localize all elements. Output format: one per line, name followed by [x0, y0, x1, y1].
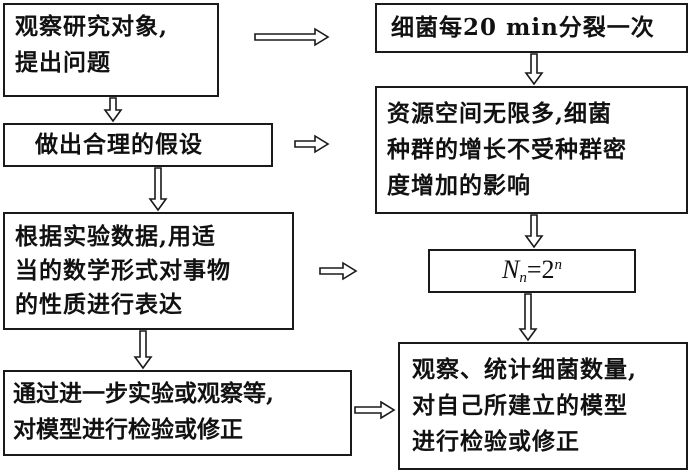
- text-line: 通过进一步实验或观察等,: [13, 380, 275, 407]
- text-line: 的性质进行表达: [15, 291, 183, 318]
- right-box-observe-count: 观察、统计细菌数量, 对自己所建立的模型 进行检验或修正: [398, 342, 688, 470]
- arrow-down-right-1: [524, 53, 544, 86]
- formula-equals: =: [526, 254, 542, 284]
- arrow-down-left-1: [103, 97, 123, 123]
- text-line: 度增加的影响: [387, 172, 531, 199]
- text-line: 根据实验数据,用适: [15, 223, 217, 250]
- text-line: 当的数学形式对事物: [15, 257, 231, 284]
- text-line: 做出合理的假设: [35, 131, 203, 158]
- arrow-down-left-3: [133, 330, 153, 370]
- left-box-observe-question: 观察研究对象, 提出问题: [3, 3, 219, 97]
- formula-subscript: n: [519, 269, 527, 286]
- arrow-right-1: [254, 27, 330, 47]
- text-line: 进行检验或修正: [412, 428, 580, 455]
- text-line: 观察研究对象,: [15, 13, 169, 40]
- formula-nn-equals-2n: Nn=2n: [502, 247, 562, 296]
- right-box-formula: Nn=2n: [428, 249, 636, 293]
- text-line: 对模型进行检验或修正: [13, 416, 243, 443]
- arrow-down-right-2: [524, 214, 544, 249]
- arrow-right-2: [294, 134, 330, 154]
- right-box-assumptions: 资源空间无限多,细菌 种群的增长不受种群密 度增加的影响: [375, 86, 688, 214]
- arrow-right-4: [354, 400, 396, 420]
- formula-symbol: N: [501, 254, 520, 284]
- text-line: 细菌每20 min分裂一次: [391, 14, 655, 41]
- text-line: 提出问题: [15, 49, 111, 76]
- right-box-bacteria-division: 细菌每20 min分裂一次: [375, 3, 688, 53]
- text-line: 对自己所建立的模型: [412, 392, 628, 419]
- left-box-express-math: 根据实验数据,用适 当的数学形式对事物 的性质进行表达: [3, 212, 294, 330]
- arrow-down-left-2: [148, 167, 168, 212]
- text-line: 观察、统计细菌数量,: [412, 356, 638, 383]
- arrow-down-right-3: [518, 293, 538, 342]
- text-line: 种群的增长不受种群密: [387, 136, 627, 163]
- formula-exponent: n: [554, 256, 563, 273]
- text-line: 资源空间无限多,细菌: [387, 100, 613, 127]
- formula-base: 2: [541, 254, 555, 284]
- left-box-hypothesis: 做出合理的假设: [3, 123, 273, 167]
- arrow-right-3: [319, 261, 358, 281]
- left-box-verify-model: 通过进一步实验或观察等, 对模型进行检验或修正: [3, 370, 352, 456]
